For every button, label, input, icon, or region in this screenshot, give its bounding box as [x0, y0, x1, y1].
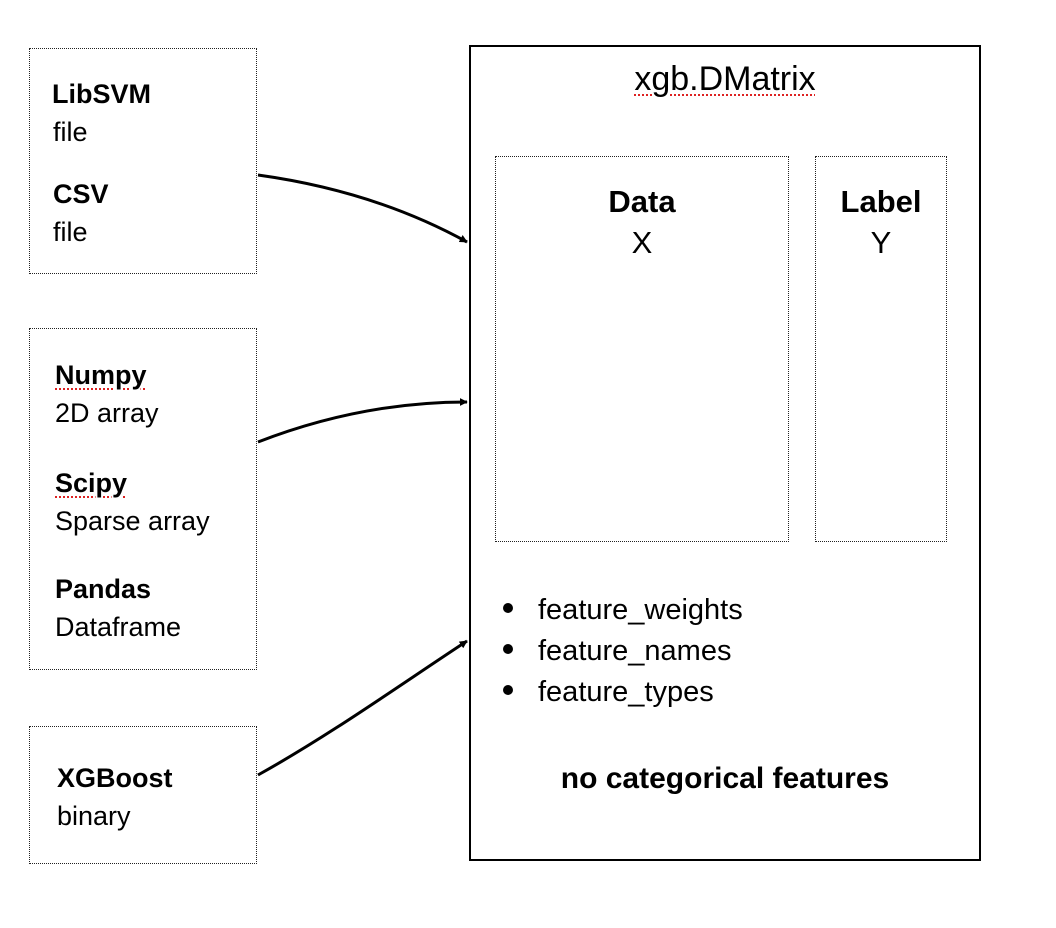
source-csv-kind: file [53, 217, 88, 247]
source-csv-name: CSV [53, 179, 109, 209]
source-numpy-name: Numpy [55, 360, 147, 390]
attribute-item: feature_types [500, 672, 743, 713]
source-pandas-name: Pandas [55, 574, 152, 604]
arrow-binary-to-dmatrix [257, 639, 468, 777]
source-group-files [29, 48, 257, 274]
source-xgboost-name: XGBoost [57, 763, 173, 793]
dmatrix-container [469, 45, 981, 861]
source-xgboost-kind: binary [57, 801, 131, 831]
source-pandas-kind: Dataframe [55, 612, 182, 642]
bullet-icon [503, 644, 513, 655]
attribute-feature-names: feature_names [538, 635, 732, 667]
arrow-files-to-dmatrix [257, 173, 468, 244]
source-scipy-kind: Sparse array [55, 506, 210, 536]
attribute-feature-types: feature_types [538, 676, 714, 708]
bullet-icon [503, 685, 513, 696]
data-symbol: X [631, 225, 653, 260]
source-numpy-kind: 2D array [55, 398, 159, 428]
source-group-arrays [29, 328, 257, 670]
source-scipy-name: Scipy [55, 468, 128, 498]
source-libsvm-kind: file [53, 117, 88, 147]
dmatrix-note: no categorical features [560, 762, 890, 795]
data-title: Data [608, 184, 676, 219]
source-group-binary [29, 726, 257, 864]
attribute-item: feature_names [500, 631, 743, 672]
arrow-arrays-to-dmatrix [257, 398, 468, 444]
label-symbol: Y [870, 225, 892, 260]
dmatrix-title: xgb.DMatrix [634, 60, 816, 98]
data-box [495, 156, 789, 542]
source-libsvm-name: LibSVM [52, 79, 151, 109]
attribute-item: feature_weights [500, 590, 743, 631]
bullet-icon [503, 603, 513, 614]
attribute-feature-weights: feature_weights [538, 594, 743, 626]
label-title: Label [840, 184, 922, 219]
attribute-list: feature_weights feature_names feature_ty… [500, 590, 743, 713]
label-box [815, 156, 947, 542]
